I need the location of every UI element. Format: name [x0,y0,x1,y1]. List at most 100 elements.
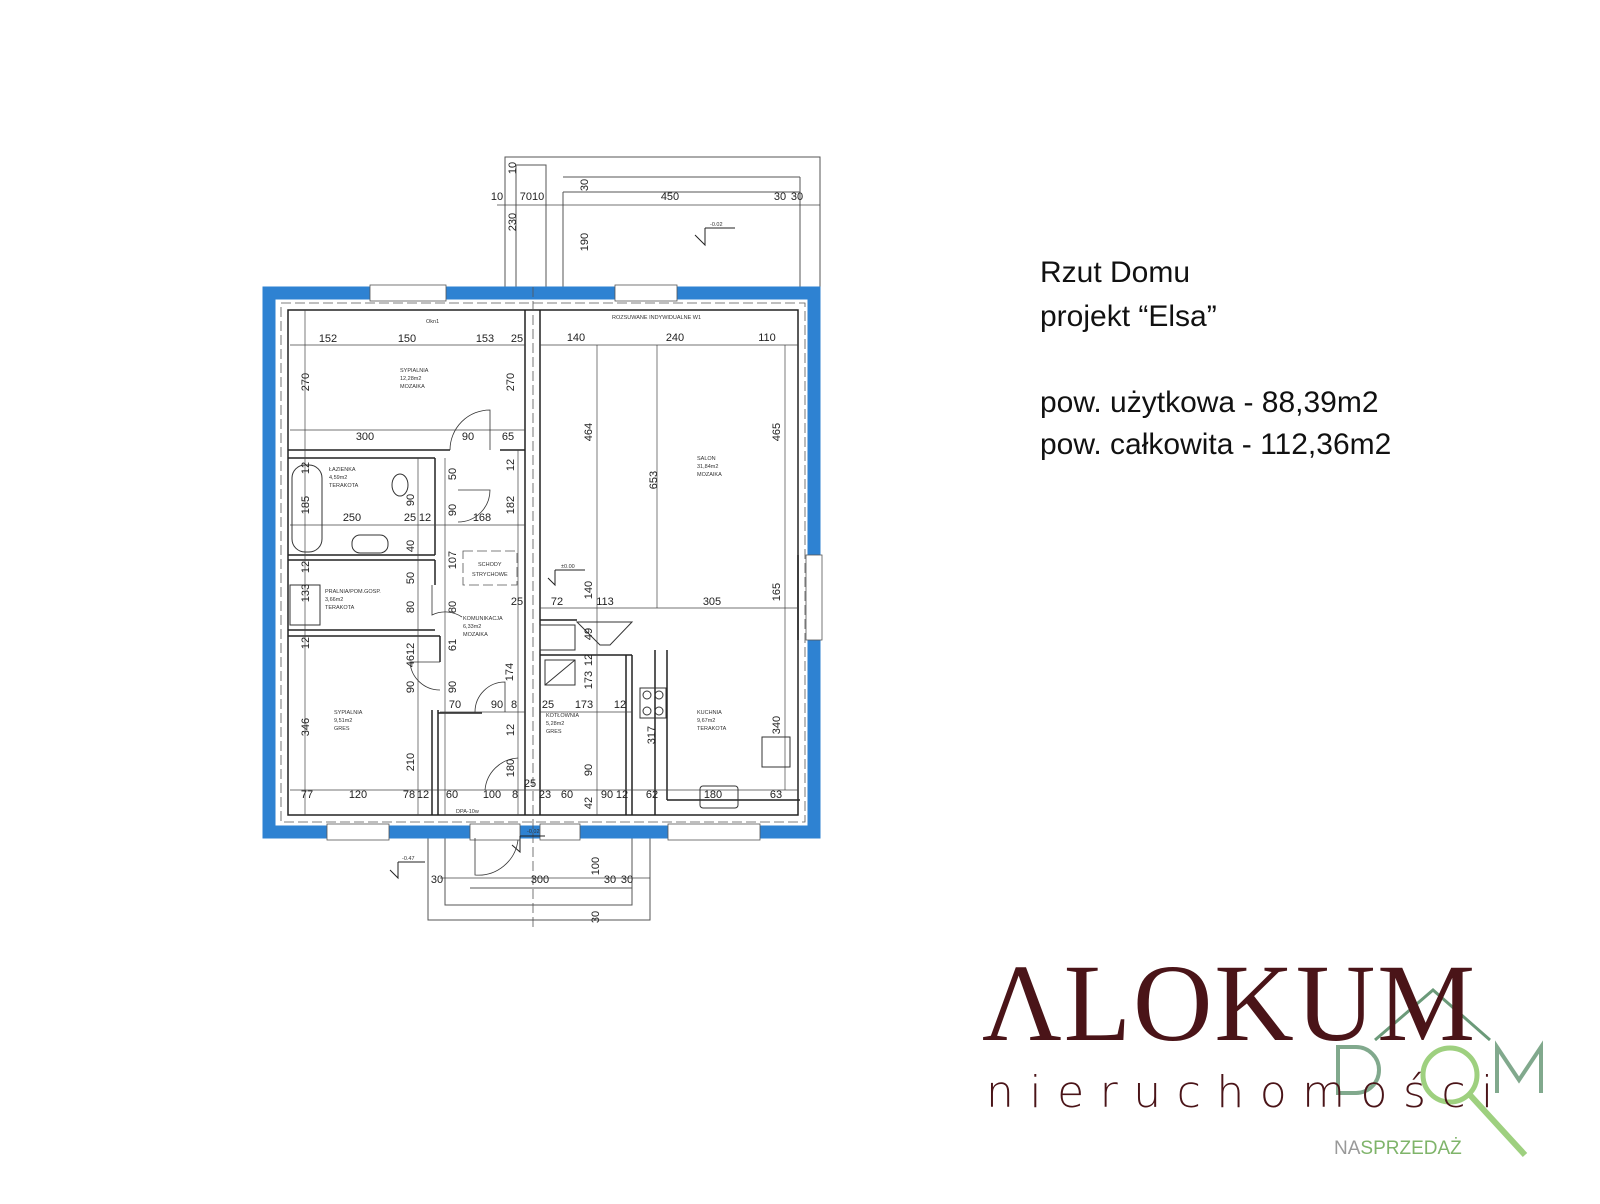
dimension-label: 12 [583,654,595,666]
kitchen-hob [639,687,667,719]
window-label: Okn1 [426,319,439,325]
room-area: 6,33m2 [463,624,481,630]
room-floor: MOZAIKA [697,472,722,478]
dimension-label: 10 [507,162,519,174]
dimension-label: 100 [483,789,501,801]
dimension-label: 8 [512,789,518,801]
dimension-label: 10 [491,191,503,203]
dimension-label: 12 [616,789,628,801]
dimension-label: 90 [601,789,613,801]
dimension-label: 90 [405,494,417,506]
room-area: 4,59m2 [329,475,347,481]
room-floor: MOZAIKA [463,632,488,638]
dimension-label: 4612 [405,643,417,667]
dimension-label: 78 [403,789,415,801]
dimension-label: 152 [319,333,337,345]
level-zero-label: ±0.00 [561,564,575,570]
stairs-label-1: SCHODY [478,562,502,568]
room-name: PRALNIA/POM.GOSP. [325,589,381,595]
dimension-label: 120 [349,789,367,801]
terrace-outline [504,156,821,288]
dimension-label: 250 [343,512,361,524]
dimension-label: 230 [507,213,519,231]
dimension-label: 153 [476,333,494,345]
room-floor: MOZAIKA [400,384,425,390]
chimney-vents [539,624,576,651]
dimension-label: 150 [398,333,416,345]
dimension-label: 174 [504,663,516,681]
sliding-door-label: ROZSUWANE INDYWIDUALNE W1 [612,315,701,321]
dimension-label: 12 [614,699,626,711]
dimension-label: 80 [405,601,417,613]
logo-tag-sprzedaz: SPRZEDAŻ [1360,1138,1462,1159]
total-area: pow. całkowita - 112,36m2 [1040,428,1392,461]
dimension-label: 25 [511,333,523,345]
dimension-label: 65 [502,431,514,443]
dimension-label: 25 [524,778,536,790]
porch-outline [427,838,651,921]
dimension-label: 140 [583,581,595,599]
dimension-label: 25 [542,699,554,711]
dimension-label: 80 [447,601,459,613]
entry-level-label: -0.02 [527,829,540,835]
dimension-label: 173 [583,671,595,689]
room-floor: TERAKOTA [697,726,727,732]
dom-logo-mark [1336,988,1543,1158]
room-floor: TERAKOTA [325,605,355,611]
dimension-label: 90 [447,504,459,516]
logo-alokum: ΛLOKUM [982,942,1478,1064]
dimension-label: 185 [300,496,312,514]
dimension-label: 305 [703,596,721,608]
washbasin [351,534,389,554]
dimension-label: 210 [405,753,417,771]
dimension-label: 60 [446,789,458,801]
dimension-label: 340 [771,716,783,734]
dom-logo-letter-d [1336,1045,1381,1095]
room-floor: GRES [546,729,562,735]
dimension-label: 165 [771,583,783,601]
dimension-label: 25 [404,512,416,524]
dimension-label: 90 [491,699,503,711]
dimension-label: 30 [621,874,633,886]
dimension-label: 77 [301,789,313,801]
room-area: 9,67m2 [697,718,715,724]
dimension-label: 346 [300,718,312,736]
level-markers [389,227,735,880]
boiler [544,659,576,686]
dimension-label: 12 [505,724,517,736]
dimension-label: 90 [583,764,595,776]
dimension-label: 90 [405,681,417,693]
dimension-label: 110 [758,332,776,344]
outside-level-label: -0.47 [402,856,415,862]
dimension-label: 8 [511,699,517,711]
dimension-label: 70 [449,699,461,711]
dimension-label: 42 [583,797,595,809]
dimension-lines [290,204,820,879]
dimension-label: 23 [539,789,551,801]
dimension-label: 180 [505,759,517,777]
door-swings [409,409,519,876]
room-area: 9,51m2 [334,718,352,724]
room-area: 5,28m2 [546,721,564,727]
washing-machine [289,584,321,626]
dimension-label: 317 [646,726,658,744]
dimension-label: 90 [462,431,474,443]
dimension-label: 30 [791,191,803,203]
dimension-label: 182 [505,496,517,514]
room-floor: TERAKOTA [329,483,359,489]
dimension-label: 133 [300,584,312,602]
dimension-label: 450 [661,191,679,203]
dimension-label: 300 [531,874,549,886]
stairs-label-2: STRYCHOWE [472,572,508,578]
dimension-label: 300 [356,431,374,443]
kitchen-sink [699,785,739,809]
room-name: SYPIALNIA [400,368,429,374]
dimension-label: 270 [300,373,312,391]
room-name: KOTŁOWNIA [546,713,579,719]
plan-title: Rzut Domu [1040,256,1191,289]
dimension-label: 50 [405,572,417,584]
dimension-label: 140 [567,332,585,344]
dimension-label: 40 [405,540,417,552]
